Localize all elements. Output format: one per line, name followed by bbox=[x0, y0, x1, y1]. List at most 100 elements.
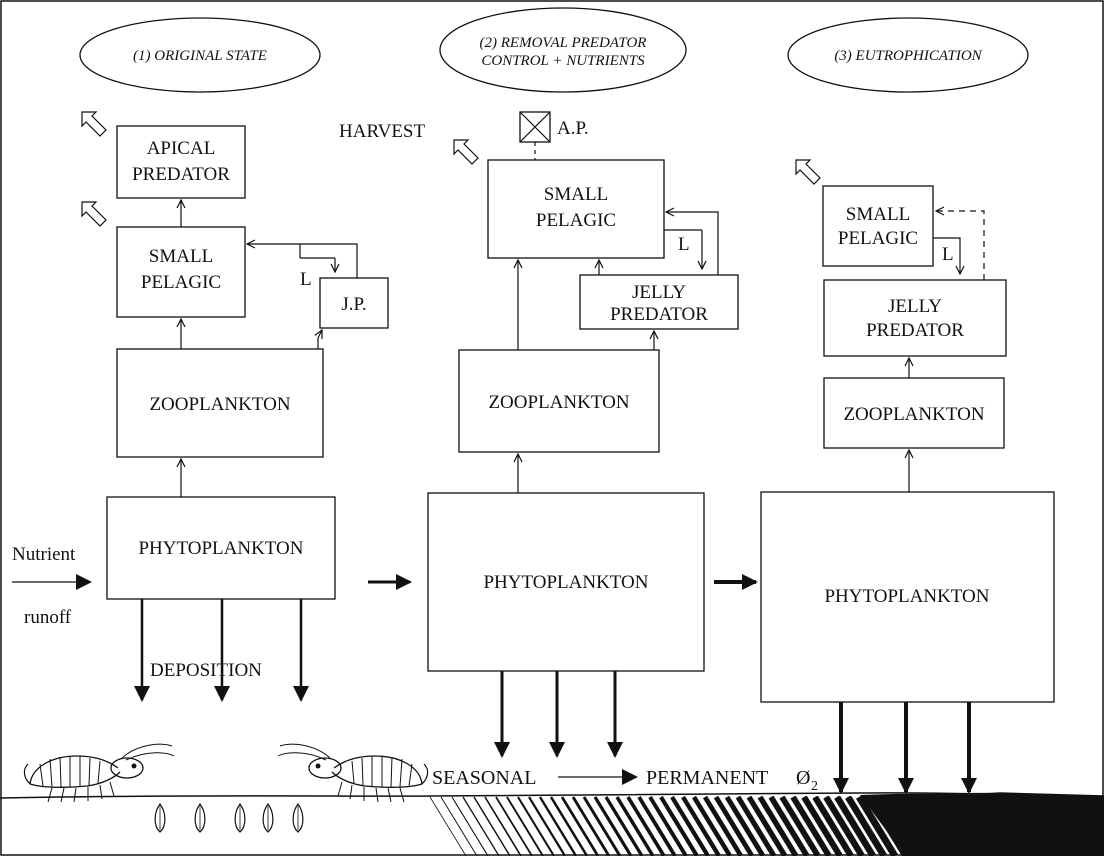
state-2-title-line-1: (2) REMOVAL PREDATOR bbox=[480, 35, 647, 51]
worm-burrow-icon bbox=[292, 803, 304, 833]
l-label: L bbox=[300, 269, 312, 290]
worm-burrow-icon bbox=[194, 803, 206, 833]
zooplankton-box bbox=[458, 349, 660, 453]
small-pelagic-label-2: PELAGIC bbox=[141, 272, 221, 293]
state-3-title-ellipse bbox=[787, 17, 1029, 93]
sediment-hatch-line bbox=[823, 796, 865, 856]
zooplankton-label: ZOOPLANKTON bbox=[149, 394, 290, 415]
sediment-hatch-line bbox=[626, 796, 666, 856]
apical-predator-label-2: PREDATOR bbox=[132, 164, 230, 185]
sediment-hatch-line bbox=[571, 796, 611, 856]
sediment-hatch-line bbox=[637, 796, 677, 856]
small-pelagic-box bbox=[487, 159, 665, 259]
jelly-predator-label-1: JELLY bbox=[888, 296, 942, 317]
jelly-predator-label-2: PREDATOR bbox=[610, 304, 708, 325]
small-pelagic-box bbox=[822, 185, 934, 267]
small-pelagic-label-1: SMALL bbox=[846, 204, 910, 225]
sediment-hatch-line bbox=[440, 796, 478, 856]
permanent-label: PERMANENT bbox=[646, 767, 768, 789]
sediment-hatch-line bbox=[702, 796, 744, 856]
harvest-arrow-icon bbox=[453, 139, 479, 165]
runoff-label: runoff bbox=[24, 607, 72, 628]
sediment-hatch-line bbox=[495, 796, 533, 856]
apical-predator-label-1: APICAL bbox=[147, 138, 216, 159]
small-pelagic-label-2: PELAGIC bbox=[838, 228, 918, 249]
harvest-arrow-icon bbox=[795, 159, 821, 185]
state-1-column: (1) ORIGINAL STATE APICAL PREDATOR SMALL… bbox=[12, 17, 389, 702]
deposition-label: DEPOSITION bbox=[150, 660, 262, 681]
sediment-hatch-line bbox=[604, 796, 644, 856]
worm-burrow-icon bbox=[234, 803, 246, 833]
sediment-hatch-line bbox=[768, 796, 810, 856]
sediment-hatch-line bbox=[779, 796, 821, 856]
zooplankton-label: ZOOPLANKTON bbox=[488, 392, 629, 413]
sediment-hatch-line bbox=[517, 796, 555, 856]
worm-burrow-icon bbox=[262, 803, 274, 833]
state-3-title: (3) EUTROPHICATION bbox=[834, 48, 982, 64]
sediment-hatch-line bbox=[538, 796, 578, 856]
predation-arrow bbox=[247, 244, 358, 278]
phytoplankton-label: PHYTOPLANKTON bbox=[483, 572, 648, 593]
jelly-predator-box bbox=[579, 274, 739, 330]
sediment-hatch-line bbox=[582, 796, 622, 856]
shrimp-icon bbox=[277, 743, 429, 803]
state-3-column: (3) EUTROPHICATION SMALL PELAGIC L JELLY… bbox=[760, 17, 1055, 794]
zooplankton-box bbox=[116, 348, 324, 458]
sediment-hatch-line bbox=[670, 796, 710, 856]
ap-label: A.P. bbox=[557, 118, 589, 139]
sediment-hatch-line bbox=[757, 796, 799, 856]
apical-predator-box bbox=[116, 125, 246, 199]
sediment-hatch-line bbox=[429, 796, 467, 856]
oxygen-symbol: Ø bbox=[796, 767, 810, 789]
sediment-hatch-line bbox=[451, 796, 489, 856]
sediment-hatch-line bbox=[856, 796, 898, 856]
phytoplankton-box bbox=[760, 491, 1055, 703]
jelly-predator-box bbox=[823, 279, 1007, 357]
nutrient-label: Nutrient bbox=[12, 544, 76, 565]
sediment-hatch-line bbox=[473, 796, 511, 856]
state-1-title-ellipse bbox=[79, 17, 321, 93]
sediment-hatch-line bbox=[746, 796, 788, 856]
sediment-hatch-line bbox=[801, 796, 843, 856]
state-2-column: (2) REMOVAL PREDATOR CONTROL + NUTRIENTS… bbox=[339, 7, 739, 758]
state-2-title-line-2: CONTROL + NUTRIENTS bbox=[481, 53, 645, 69]
sediment-hatch-line bbox=[692, 796, 732, 856]
harvest-arrow-icon bbox=[81, 111, 107, 137]
jp-label: J.P. bbox=[341, 294, 366, 315]
harvest-arrow-icon bbox=[81, 201, 107, 227]
sediment-hatch-line bbox=[790, 796, 832, 856]
seafloor: SEASONAL PERMANENT Ø 2 bbox=[0, 743, 1104, 856]
oxygen-subscript: 2 bbox=[811, 779, 818, 794]
sediment-hatch-line bbox=[484, 796, 522, 856]
small-pelagic-box bbox=[116, 226, 246, 318]
small-pelagic-label-1: SMALL bbox=[544, 184, 608, 205]
phytoplankton-box bbox=[427, 492, 705, 672]
sediment-hatch-line bbox=[834, 796, 876, 856]
state-1-title: (1) ORIGINAL STATE bbox=[133, 48, 267, 64]
zooplankton-label: ZOOPLANKTON bbox=[843, 404, 984, 425]
jelly-predator-label-2: PREDATOR bbox=[866, 320, 964, 341]
sediment-hatch-line bbox=[549, 796, 589, 856]
l-label: L bbox=[942, 244, 954, 265]
harvest-label: HARVEST bbox=[339, 121, 425, 142]
anoxic-sediment bbox=[860, 793, 1104, 856]
shrimp-icon bbox=[23, 743, 175, 803]
sediment-hatch-line bbox=[560, 796, 600, 856]
sediment-hatch-line bbox=[735, 796, 777, 856]
state-2-title-ellipse bbox=[439, 7, 687, 93]
l-label: L bbox=[678, 234, 690, 255]
sediment-hatch-line bbox=[593, 796, 633, 856]
sediment-hatch-line bbox=[659, 796, 699, 856]
phytoplankton-label: PHYTOPLANKTON bbox=[824, 586, 989, 607]
phytoplankton-box bbox=[106, 496, 336, 600]
zooplankton-box bbox=[823, 377, 1005, 449]
sediment-hatch-line bbox=[615, 796, 655, 856]
small-pelagic-label-1: SMALL bbox=[149, 246, 213, 267]
sediment-hatch-line bbox=[648, 796, 688, 856]
seasonal-label: SEASONAL bbox=[432, 767, 536, 789]
sediment-hatch-line bbox=[845, 796, 887, 856]
small-pelagic-label-2: PELAGIC bbox=[536, 210, 616, 231]
